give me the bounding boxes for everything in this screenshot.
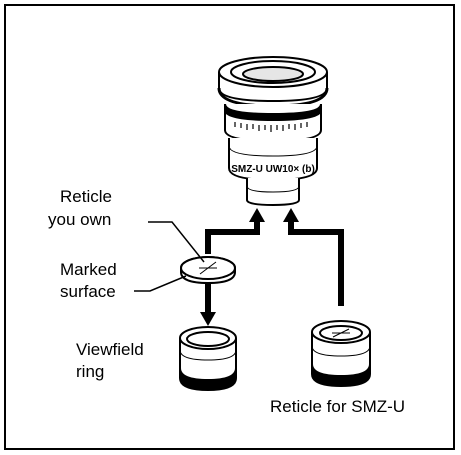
reticle-disc-icon xyxy=(180,256,236,285)
label-reticle-for-smz-u: Reticle for SMZ-U xyxy=(270,397,406,416)
leader-lines xyxy=(134,221,205,292)
viewfield-ring-icon xyxy=(179,326,237,392)
arrow-down-head xyxy=(200,312,216,326)
arrow-right-up xyxy=(288,222,344,306)
label-reticle-you-own-line1: Reticle xyxy=(60,187,112,206)
label-marked-surface-line2: surface xyxy=(60,282,116,301)
arrow-left-up xyxy=(205,222,260,254)
label-reticle-you-own-line2: you own xyxy=(48,210,112,229)
arrow-left-up-head xyxy=(249,208,265,222)
label-viewfield-ring-line1: Viewfield xyxy=(76,340,144,359)
reticle-smz-icon xyxy=(311,320,371,388)
eyepiece xyxy=(217,56,329,207)
arrow-right-up-head xyxy=(283,208,299,222)
eyepiece-engraving: SMZ-U UW10× (b) xyxy=(231,164,315,175)
label-viewfield-ring-line2: ring xyxy=(76,362,105,381)
label-marked-surface-line1: Marked xyxy=(60,260,117,279)
